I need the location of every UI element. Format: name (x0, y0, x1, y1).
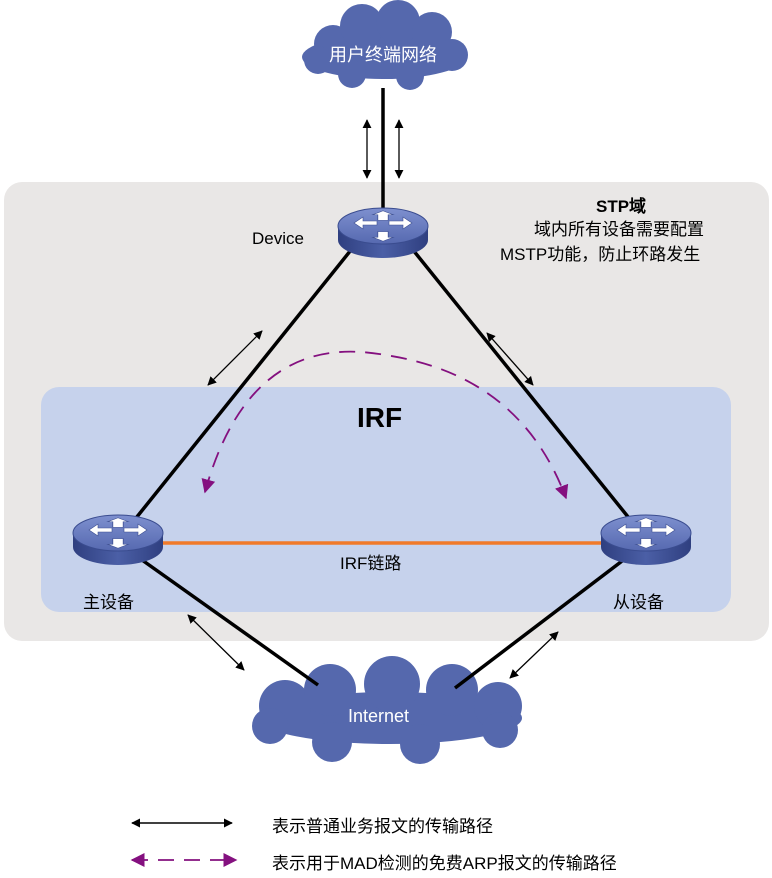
user-network-label: 用户终端网络 (329, 45, 437, 65)
user-network-cloud (302, 0, 468, 90)
link-device-slave (407, 243, 639, 530)
irf-domain-title: IRF (357, 402, 403, 433)
arrow-master-internet (187, 614, 245, 671)
device-switch-icon (337, 207, 429, 259)
legend-normal-text: 表示普通业务报文的传输路径 (272, 817, 493, 836)
arrow-slave-internet (509, 631, 559, 679)
arrow-device-slave (486, 332, 534, 386)
device-label: Device (252, 229, 304, 248)
slave-switch-icon (600, 514, 692, 566)
stp-domain-desc-line2: MSTP功能，防止环路发生 (500, 245, 701, 264)
internet-label: Internet (348, 706, 410, 726)
mad-detection-arc (201, 350, 569, 500)
slave-label: 从设备 (613, 593, 664, 612)
arrow-device-master (207, 330, 263, 386)
internet-cloud (252, 656, 522, 764)
master-label: 主设备 (83, 593, 134, 612)
master-switch-icon (72, 514, 164, 566)
link-device-master (126, 243, 357, 530)
stp-domain-desc-line1: 域内所有设备需要配置 (534, 220, 704, 239)
link-slave-internet (453, 553, 632, 690)
legend-mad-text: 表示用于MAD检测的免费ARP报文的传输路径 (272, 854, 617, 873)
irf-link-label: IRF链路 (340, 554, 402, 573)
irf-domain-area (41, 387, 731, 612)
stp-domain-title: STP域 (596, 197, 647, 216)
